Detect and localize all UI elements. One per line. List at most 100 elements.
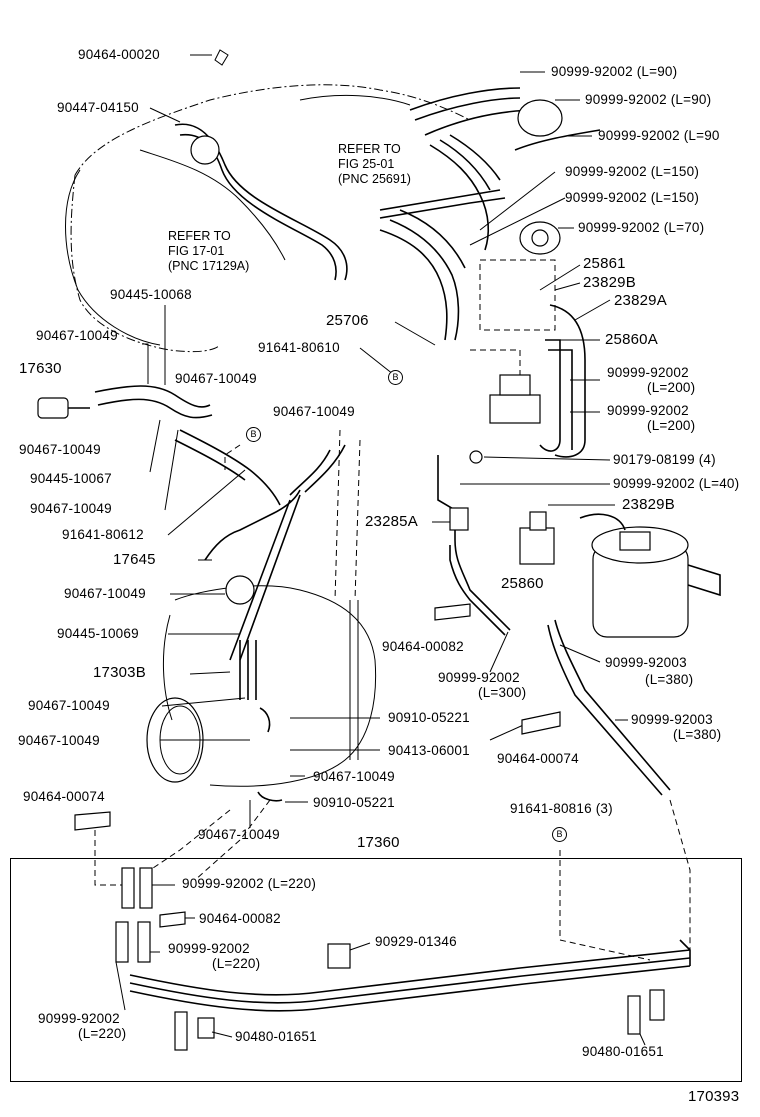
engine-outline — [74, 84, 471, 176]
callout-90999-92003b-len: (L=380) — [673, 727, 722, 742]
callout-90999-l150a: 90999-92002 (L=150) — [565, 164, 700, 179]
callout-90999-l220c: 90999-92002 — [38, 1011, 120, 1026]
callout-90467-c: 90467-10049 — [273, 404, 355, 419]
callout-90910-05221-a: 90910-05221 — [388, 710, 470, 725]
callout-17303b: 17303B — [93, 664, 146, 681]
callout-90480-01651-a: 90480-01651 — [235, 1029, 317, 1044]
callout-91641-80610: 91641-80610 — [258, 340, 340, 355]
vsv-17630 — [37, 397, 69, 419]
callout-90999-l200b: 90999-92002 — [607, 403, 689, 418]
callout-90467-h: 90467-10049 — [18, 733, 100, 748]
callout-25860: 25860 — [501, 575, 544, 592]
group-label-17360: 17360 — [357, 834, 400, 851]
callout-23829b-top: 23829B — [583, 274, 636, 291]
ref-fig-25-line3: (PNC 25691) — [338, 172, 411, 186]
callout-90999-l70: 90999-92002 (L=70) — [578, 220, 705, 235]
marker-b-2: B — [246, 427, 261, 442]
clamp-90480-a — [174, 1011, 188, 1051]
callout-25861: 25861 — [583, 255, 626, 272]
callout-90447-04150: 90447-04150 — [57, 100, 139, 115]
upper-hose-1 — [409, 87, 521, 111]
callout-90999-l220a: 90999-92002 (L=220) — [182, 876, 317, 891]
callout-90445-10069: 90445-10069 — [57, 626, 139, 641]
right-pipe-a — [549, 304, 586, 458]
callout-90467-j: 90467-10049 — [198, 827, 280, 842]
callout-90929-01346: 90929-01346 — [375, 934, 457, 949]
hose-90445-10068 — [94, 385, 211, 408]
filter-23285a — [449, 507, 469, 531]
callout-90999-l90c: 90999-92002 (L=90 — [598, 128, 720, 143]
callout-90910-05221-b: 90910-05221 — [313, 795, 395, 810]
upper-hose-2 — [514, 129, 601, 151]
pipe-91641-80612 — [179, 429, 281, 506]
callout-23285a: 23285A — [365, 513, 418, 530]
callout-90999-l200a: 90999-92002 — [607, 365, 689, 380]
clamp-90480-b — [627, 995, 641, 1035]
callout-90999-l300-len: (L=300) — [478, 685, 527, 700]
fuel-pipe-bundle — [129, 949, 691, 996]
callout-90445-10068: 90445-10068 — [110, 287, 192, 302]
callout-90467-d: 90467-10049 — [19, 442, 101, 457]
callout-17645: 17645 — [113, 551, 156, 568]
ref-fig-17-line3: (PNC 17129A) — [168, 259, 250, 273]
callout-90413-06001: 90413-06001 — [388, 743, 470, 758]
callout-90179-08199: 90179-08199 (4) — [613, 452, 716, 467]
ref-fig-17-line1: REFER TO — [168, 229, 231, 243]
callout-90467-e: 90467-10049 — [30, 501, 112, 516]
callout-90999-92003b: 90999-92003 — [631, 712, 713, 727]
callout-23829b-mid: 23829B — [622, 496, 675, 513]
callout-90467-i: 90467-10049 — [313, 769, 395, 784]
callout-90999-l300: 90999-92002 — [438, 670, 520, 685]
group-17360-box — [10, 858, 742, 1082]
diagram-number: 170393 — [688, 1088, 740, 1105]
small-hose-90910 — [259, 707, 271, 733]
center-pipe-1 — [379, 229, 448, 341]
callout-90464-00074-mid: 90464-00074 — [497, 751, 579, 766]
callout-90999-l150b: 90999-92002 (L=150) — [565, 190, 700, 205]
callout-90999-l200b-len: (L=200) — [647, 418, 696, 433]
callout-90445-10067: 90445-10067 — [30, 471, 112, 486]
callout-90464-00082-mid: 90464-00082 — [382, 639, 464, 654]
engine-body — [65, 169, 161, 346]
callout-90464-00082-low: 90464-00082 — [199, 911, 281, 926]
ref-fig-25-line2: FIG 25-01 — [338, 157, 395, 171]
callout-25860a: 25860A — [605, 331, 658, 348]
callout-90999-l220b-len: (L=220) — [212, 956, 261, 971]
callout-91641-80612: 91641-80612 — [62, 527, 144, 542]
air-valve — [225, 575, 255, 605]
callout-90480-01651-b: 90480-01651 — [582, 1044, 664, 1059]
callout-90464-00020: 90464-00020 — [78, 47, 160, 62]
callout-90999-l40: 90999-92002 (L=40) — [613, 476, 740, 491]
hose-17645 — [204, 489, 301, 561]
callout-90999-l220b: 90999-92002 — [168, 941, 250, 956]
callout-90999-l90b: 90999-92002 (L=90) — [585, 92, 712, 107]
ref-fig-17-line2: FIG 17-01 — [168, 244, 225, 258]
callout-91641-80816: 91641-80816 (3) — [510, 801, 613, 816]
vacuum-valve-top — [517, 99, 563, 137]
marker-b-1: B — [388, 370, 403, 385]
callout-90464-00074-left: 90464-00074 — [23, 789, 105, 804]
callout-23829a: 23829A — [614, 292, 667, 309]
pipe-92003 — [554, 619, 671, 791]
marker-b-3: B — [552, 827, 567, 842]
callout-90999-l200a-len: (L=200) — [647, 380, 696, 395]
hose-l220-a — [121, 867, 135, 909]
vsv-25860 — [519, 527, 555, 565]
callout-90467-b: 90467-10049 — [175, 371, 257, 386]
bracket-90929 — [327, 943, 351, 969]
callout-90999-l90a: 90999-92002 (L=90) — [551, 64, 678, 79]
center-vertical-pipe — [437, 455, 456, 511]
left-upper-pipe — [174, 123, 348, 281]
callout-25706: 25706 — [326, 312, 369, 329]
callout-90467-f: 90467-10049 — [64, 586, 146, 601]
callout-17630: 17630 — [19, 360, 62, 377]
ref-fig-25-line1: REFER TO — [338, 142, 401, 156]
callout-90467-g: 90467-10049 — [28, 698, 110, 713]
vsv-25860a — [489, 394, 541, 424]
callout-90467-a: 90467-10049 — [36, 328, 118, 343]
callout-90999-92003a: 90999-92003 — [605, 655, 687, 670]
callout-90999-92003a-len: (L=380) — [645, 672, 694, 687]
callout-90999-l220c-len: (L=220) — [78, 1026, 127, 1041]
